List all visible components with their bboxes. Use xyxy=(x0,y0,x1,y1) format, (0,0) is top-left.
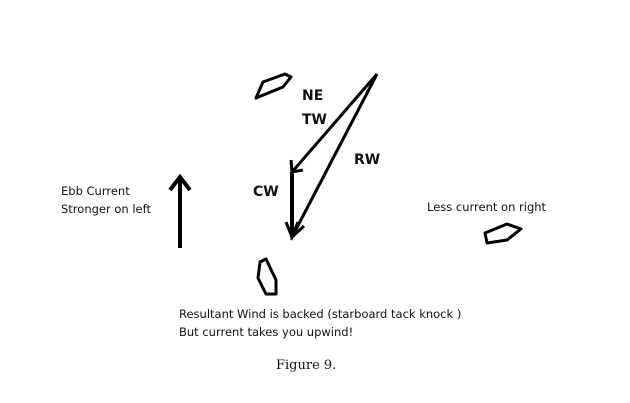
ebb-current-arrow xyxy=(168,173,192,248)
current-wind-arrow xyxy=(284,172,300,242)
resultant-wind-line1: Resultant Wind is backed (starboard tack… xyxy=(179,307,462,321)
tw-label: TW xyxy=(302,112,327,128)
less-current-note: Less current on right xyxy=(427,200,547,214)
ebb-current-line1: Ebb Current xyxy=(61,184,130,198)
ne-label: NE xyxy=(302,88,324,104)
boat-top-icon xyxy=(254,72,293,100)
resultant-wind-line2: But current takes you upwind! xyxy=(179,325,354,339)
figure-caption: Figure 9. xyxy=(276,358,337,373)
cw-label: CW xyxy=(253,184,279,200)
rw-label: RW xyxy=(354,152,381,168)
boat-bottom-icon xyxy=(256,257,278,296)
boat-right-icon xyxy=(483,222,523,245)
ebb-current-note: Ebb Current Stronger on left xyxy=(61,182,151,218)
resultant-wind-note: Resultant Wind is backed (starboard tack… xyxy=(179,305,461,341)
ebb-current-line2: Stronger on left xyxy=(61,202,151,216)
